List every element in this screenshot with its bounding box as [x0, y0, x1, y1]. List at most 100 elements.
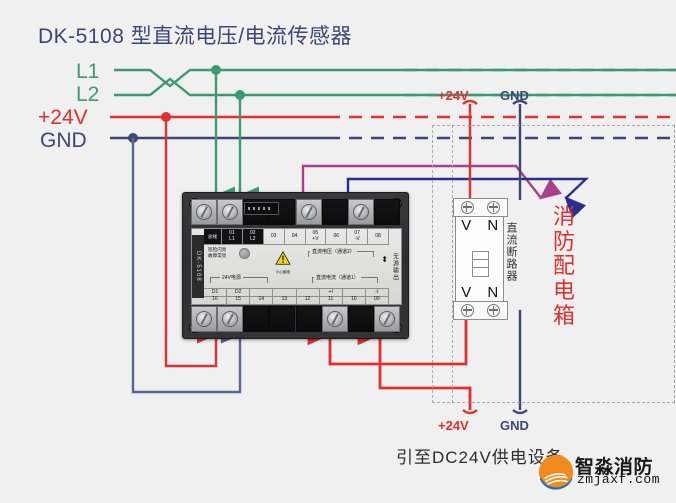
plate-cell-num: 04 — [291, 232, 298, 239]
plate-top-cell-06: 06 — [326, 229, 348, 245]
terminal-screw-icon — [326, 311, 343, 327]
breaker-toggle-lever[interactable] — [472, 251, 489, 277]
top-terminal-row — [191, 199, 400, 225]
breaker-label-top-n: N — [487, 217, 499, 234]
breaker-top-labels: V N — [453, 217, 506, 234]
terminal-screw-icon — [300, 204, 317, 220]
plate-cell-name — [342, 290, 365, 297]
wire-top-24v-cap — [462, 99, 478, 105]
terminal-screw-icon — [222, 204, 239, 220]
terminal-screw-icon — [196, 204, 213, 220]
terminal-screw-icon — [378, 311, 395, 327]
breaker-terminal-top-n[interactable] — [481, 199, 508, 216]
terminal-13[interactable] — [269, 306, 296, 332]
terminal-02[interactable] — [217, 199, 244, 225]
breaker-top-terminals — [453, 198, 508, 217]
plate-cell-name: +V — [312, 235, 319, 242]
led-text-line1: 巡检闪亮 — [208, 247, 227, 252]
terminal-screw-icon — [487, 201, 501, 214]
warning-triangle-icon — [275, 250, 291, 265]
plate-cell-name: D1 — [204, 289, 227, 297]
plate-cell-num: 07 — [354, 229, 360, 236]
led-text-line2: 故障常亮 — [208, 252, 227, 258]
plate-top-cell-04: 04 — [284, 229, 306, 245]
label-top-gnd: GND — [500, 88, 529, 103]
plate-cell-num: 12 — [304, 296, 311, 302]
label-l1: L1 — [76, 60, 100, 83]
plate-cell-num: 16 — [212, 296, 218, 302]
plate-cell-num: 08 — [375, 232, 381, 239]
plate-cell-name: L2 — [250, 235, 256, 242]
breaker-label-bottom-v: V — [461, 284, 472, 301]
plate-bot-cell-13: 13 — [273, 288, 297, 304]
terminal-08[interactable] — [373, 199, 400, 225]
breaker-terminal-bottom-v[interactable] — [454, 302, 481, 319]
plate-top-cell-08: 08 — [368, 229, 389, 245]
label-top-24v: +24V — [438, 88, 469, 103]
bus-wire-l2 — [114, 77, 676, 97]
breaker-label-bottom-n: N — [487, 284, 499, 301]
group-label-power: 24V电源 — [220, 274, 243, 281]
panel-title-char-4: 箱 — [552, 302, 575, 328]
warning-text: 小心触电 — [275, 270, 291, 274]
label-bottom-gnd: GND — [500, 418, 529, 433]
terminal-screw-icon — [196, 311, 213, 327]
terminal-11[interactable] — [321, 306, 348, 332]
breaker-terminal-bottom-n[interactable] — [481, 302, 508, 319]
plate-cell-num: 09 — [374, 296, 380, 302]
plate-cell-num: 10 — [351, 296, 357, 302]
group-label-voltage: 直流电压（通道2） — [310, 248, 357, 255]
watermark-name: 智淼消防 — [575, 457, 654, 478]
terminal-01[interactable] — [191, 199, 218, 225]
plate-top-cell-02: 02 L2 — [242, 229, 264, 245]
wire-top-gnd-cap — [512, 99, 528, 105]
wire-breaker-out-to-terminal11 — [307, 293, 468, 366]
label-l2: L2 — [76, 83, 100, 106]
plate-cell-name: -I — [365, 289, 388, 297]
plate-bottom-row: D1 16 D2 15 14 13 12 — [204, 288, 389, 304]
terminal-14[interactable] — [243, 306, 270, 332]
status-led-indicator — [239, 248, 250, 259]
footer-note: 引至DC24V供电设备 — [396, 448, 564, 467]
plate-cell-num: 15 — [235, 296, 241, 302]
terminal-15[interactable] — [217, 306, 244, 332]
terminal-16[interactable] — [191, 306, 218, 332]
plate-bot-cell-09: -I 09 — [365, 288, 389, 304]
page-title: DK-5108 型直流电压/电流传感器 — [38, 25, 353, 48]
bottom-terminal-row — [191, 306, 400, 332]
terminal-screw-icon — [222, 311, 239, 327]
breaker-label: 直流断路器 — [505, 222, 517, 282]
wire-source24v-to-terminal09 — [357, 322, 472, 410]
watermark-url: zmjaxf.com — [577, 472, 661, 487]
plate-cell-num: 02 — [250, 229, 256, 236]
terminal-12[interactable] — [295, 306, 322, 332]
breaker-terminal-top-v[interactable] — [454, 199, 481, 216]
enclosure-divider — [452, 125, 453, 403]
plate-cell-name: L1 — [229, 235, 235, 242]
terminal-screw-icon — [460, 201, 474, 214]
dc-circuit-breaker: V N V N — [453, 198, 508, 320]
device-output-side: 无源输出 — [391, 252, 398, 281]
terminal-06[interactable] — [321, 199, 348, 225]
plate-cell-name: D2 — [227, 289, 250, 297]
wire-24v-to-terminal16 — [164, 117, 219, 368]
wire-bottom-24v-cap — [462, 409, 478, 415]
plate-cell-name — [273, 290, 296, 297]
warning-marking: 小心触电 — [275, 250, 291, 275]
terminal-07[interactable] — [347, 199, 374, 225]
programming-connector[interactable] — [244, 202, 279, 215]
terminal-screw-icon — [352, 204, 369, 220]
terminal-10[interactable] — [347, 306, 374, 332]
terminal-09[interactable] — [373, 306, 400, 332]
terminal-05[interactable] — [295, 199, 322, 225]
breaker-bottom-terminals — [453, 301, 508, 320]
terminal-screw-icon — [460, 304, 474, 317]
fire-panel-enclosure — [432, 125, 675, 403]
led-status-text: 巡检闪亮 故障常亮 — [208, 247, 226, 258]
label-24v: +24V — [38, 106, 88, 129]
bus-wire-l1 — [114, 68, 676, 88]
watermark: 智淼消防 zmjaxf.com — [533, 452, 673, 494]
sensor-device: DK-5108 无源输出 ⬍ 总线 01 L1 02 L2 03 04 — [182, 192, 409, 339]
wire-bottom-gnd-cap — [512, 409, 528, 415]
